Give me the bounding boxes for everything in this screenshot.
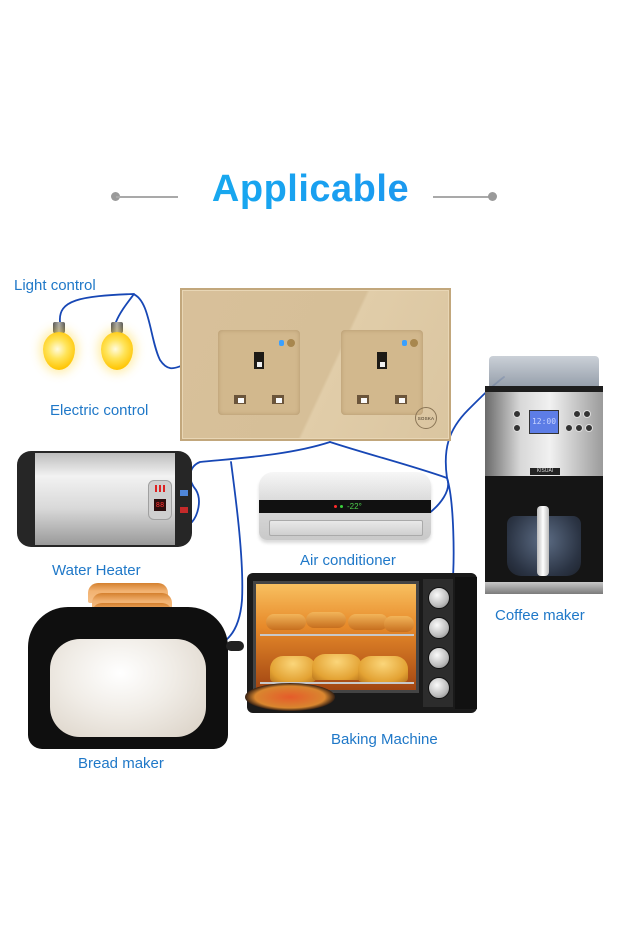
coffee-button bbox=[583, 410, 591, 418]
indicator-led-gold bbox=[287, 339, 295, 347]
pastry bbox=[384, 616, 414, 632]
indicator-led-blue bbox=[279, 340, 284, 346]
heating-bars-icon bbox=[155, 485, 165, 492]
earth-pin-slot bbox=[377, 352, 387, 369]
coffee-maker-foot bbox=[485, 582, 603, 594]
bread-bun bbox=[358, 656, 408, 682]
label-bread-maker: Bread maker bbox=[78, 755, 164, 772]
neutral-pin-slot bbox=[272, 395, 284, 404]
ac-status-dot-green bbox=[340, 505, 343, 508]
bread-bun bbox=[270, 656, 316, 682]
live-pin-slot bbox=[234, 395, 246, 404]
coffee-button bbox=[573, 410, 581, 418]
label-coffee-maker: Coffee maker bbox=[495, 607, 585, 624]
toaster-face bbox=[50, 639, 206, 737]
coffee-button bbox=[513, 424, 521, 432]
oven-rack bbox=[260, 634, 414, 636]
water-heater-body: 88 bbox=[35, 453, 175, 545]
oven-control-panel bbox=[423, 579, 453, 707]
oven-knob bbox=[428, 617, 450, 639]
earth-pin-slot bbox=[254, 352, 264, 369]
ac-temperature-display: -22° bbox=[347, 502, 362, 511]
socket-left bbox=[218, 330, 300, 415]
oven-rack bbox=[260, 682, 414, 684]
label-water-heater: Water Heater bbox=[52, 562, 141, 579]
brand-logo: SOSKA bbox=[415, 407, 437, 429]
indicator-led-gold bbox=[410, 339, 418, 347]
water-heater-control-panel: 88 bbox=[148, 480, 172, 520]
toaster-body bbox=[28, 607, 228, 749]
coffee-maker-head: 12:00 KISUAI bbox=[485, 386, 603, 476]
header-rule-right-dot bbox=[488, 192, 497, 201]
coffee-bean-hopper bbox=[489, 356, 599, 386]
pizza bbox=[245, 683, 335, 711]
light-bulb-icon bbox=[100, 322, 134, 374]
socket-right bbox=[341, 330, 423, 415]
coffee-button bbox=[585, 424, 593, 432]
pastry bbox=[306, 612, 346, 628]
label-electric-control: Electric control bbox=[50, 402, 149, 419]
coffee-button bbox=[565, 424, 573, 432]
ac-vent bbox=[269, 520, 423, 536]
header-rule-right bbox=[433, 196, 493, 198]
indicator-led-blue bbox=[402, 340, 407, 346]
oven-knob bbox=[428, 677, 450, 699]
coffee-brand-plate: KISUAI bbox=[530, 468, 560, 475]
bread-maker-image bbox=[28, 583, 244, 749]
bulb-base bbox=[53, 322, 65, 334]
oven-side-panel bbox=[455, 577, 477, 709]
cold-water-pipe bbox=[180, 490, 188, 496]
bread-bun bbox=[312, 654, 362, 680]
water-heater-image: 88 bbox=[17, 451, 192, 547]
coffee-lcd-display: 12:00 bbox=[529, 410, 559, 434]
oven-knob bbox=[428, 647, 450, 669]
label-light-control: Light control bbox=[14, 277, 96, 294]
label-baking-machine: Baking Machine bbox=[331, 731, 438, 748]
carafe-handle bbox=[537, 506, 549, 576]
neutral-pin-slot bbox=[395, 395, 407, 404]
hot-water-pipe bbox=[180, 507, 188, 513]
toaster-lever bbox=[226, 641, 244, 651]
page-title: Applicable bbox=[0, 168, 621, 211]
coffee-maker-image: 12:00 KISUAI bbox=[485, 356, 603, 594]
coffee-button bbox=[575, 424, 583, 432]
pastry bbox=[266, 614, 306, 630]
header-rule-left bbox=[116, 196, 178, 198]
live-pin-slot bbox=[357, 395, 369, 404]
ac-status-dot-red bbox=[334, 505, 337, 508]
oven-knob bbox=[428, 587, 450, 609]
bulb-base bbox=[111, 322, 123, 334]
air-conditioner-image: -22° bbox=[259, 472, 431, 540]
water-heater-display: 88 bbox=[154, 499, 166, 511]
coffee-button bbox=[513, 410, 521, 418]
ac-display-strip: -22° bbox=[259, 500, 431, 513]
wall-socket-panel: SOSKA bbox=[180, 288, 451, 441]
header-rule-left-dot bbox=[111, 192, 120, 201]
oven-window bbox=[253, 581, 419, 693]
light-bulb-icon bbox=[42, 322, 76, 374]
bulb-glass bbox=[43, 332, 75, 370]
bulb-glass bbox=[101, 332, 133, 370]
label-air-conditioner: Air conditioner bbox=[300, 552, 396, 569]
baking-machine-image bbox=[245, 573, 477, 713]
pastry bbox=[348, 614, 388, 630]
